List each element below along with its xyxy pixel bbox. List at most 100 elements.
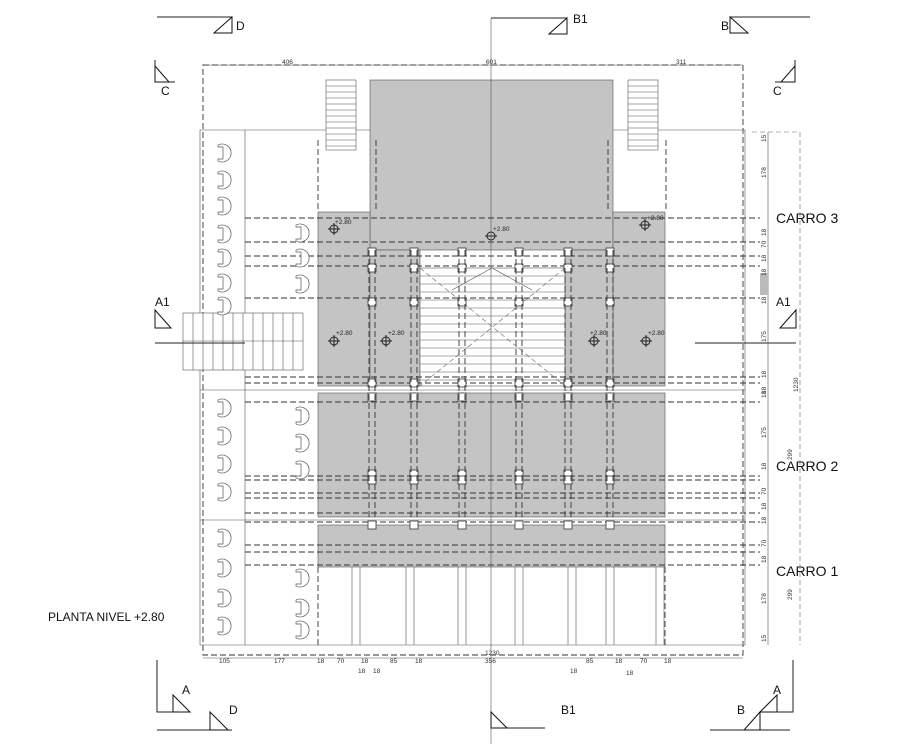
seat xyxy=(295,433,310,453)
seat xyxy=(295,598,310,618)
column xyxy=(457,520,467,530)
supports xyxy=(317,567,666,645)
stair-right xyxy=(627,79,659,151)
seat xyxy=(295,620,310,640)
slab-carro1 xyxy=(317,524,666,568)
svg-text:1230: 1230 xyxy=(485,650,500,657)
svg-text:A1: A1 xyxy=(155,295,170,309)
svg-text:B1: B1 xyxy=(561,703,576,717)
svg-text:D: D xyxy=(236,19,245,33)
svg-text:+2.80: +2.80 xyxy=(647,215,664,222)
column xyxy=(457,392,467,402)
column xyxy=(514,520,524,530)
column xyxy=(409,247,419,257)
svg-text:+2.80: +2.80 xyxy=(493,226,510,233)
seat xyxy=(217,616,232,636)
dimension-label: 70 xyxy=(761,240,768,248)
seat xyxy=(217,588,232,608)
column xyxy=(457,378,467,388)
column xyxy=(367,392,377,402)
svg-text:177: 177 xyxy=(274,658,285,665)
seating xyxy=(217,143,310,640)
column xyxy=(605,378,615,388)
column xyxy=(605,297,615,307)
svg-text:+2.80: +2.80 xyxy=(590,330,607,337)
column xyxy=(409,263,419,273)
column xyxy=(409,520,419,530)
section-marker-b1-top: B1 xyxy=(491,12,588,35)
stair-left xyxy=(325,79,357,151)
dimension-label: 18 xyxy=(761,386,768,394)
column xyxy=(409,392,419,402)
dimension-label: 175 xyxy=(761,331,768,342)
section-marker-b-top: B xyxy=(721,15,810,34)
dimension-label: 15 xyxy=(761,634,768,642)
slab-right-inner xyxy=(564,249,614,387)
dimension-label: 175 xyxy=(761,427,768,438)
seat xyxy=(217,454,232,474)
zone-label-carro3: CARRO 3 xyxy=(776,210,838,226)
dimension-label: 18 xyxy=(761,462,768,470)
section-marker-d-bottom: D xyxy=(157,703,238,731)
svg-text:A: A xyxy=(773,683,781,697)
roof-line xyxy=(491,267,533,291)
level-marker: +2.80 xyxy=(380,330,405,347)
svg-text:+2.80: +2.80 xyxy=(335,219,352,226)
slab-right xyxy=(612,211,666,387)
svg-text:+2.80: +2.80 xyxy=(388,330,405,337)
column xyxy=(605,520,615,530)
dimension-label: 18 xyxy=(761,228,768,236)
slab-left-inner xyxy=(369,249,421,387)
column xyxy=(514,247,524,257)
column xyxy=(563,520,573,530)
column xyxy=(605,392,615,402)
dimension-label: 18 xyxy=(761,516,768,524)
section-marker-c-right: C xyxy=(773,60,796,98)
dimension-chain-right xyxy=(752,131,801,645)
level-marker: +2.80 xyxy=(328,219,352,235)
column xyxy=(367,520,377,530)
column xyxy=(605,475,615,485)
column xyxy=(514,297,524,307)
column xyxy=(367,475,377,485)
level-marker: +2.80 xyxy=(328,330,353,347)
right-dimension-labels: 1517818701818181751818181751870181870181… xyxy=(761,134,768,642)
zone-label-carro2: CARRO 2 xyxy=(776,458,838,474)
section-marker-a-right: A xyxy=(758,660,794,713)
entry-stair-steps xyxy=(183,313,303,370)
seat xyxy=(217,170,232,190)
dimension-label: 18 xyxy=(761,555,768,563)
column xyxy=(514,378,524,388)
section-marker-a-left: A xyxy=(156,660,192,713)
column xyxy=(563,263,573,273)
columns xyxy=(367,247,615,530)
seat xyxy=(217,248,232,268)
svg-text:18: 18 xyxy=(615,658,623,665)
column xyxy=(409,378,419,388)
seat xyxy=(295,274,310,294)
seat xyxy=(295,406,310,426)
seat xyxy=(295,248,310,268)
stair-steps xyxy=(326,85,658,147)
svg-text:105: 105 xyxy=(219,658,230,665)
column xyxy=(457,247,467,257)
void-diagonal xyxy=(419,267,566,387)
dimension-label: 70 xyxy=(761,487,768,495)
column xyxy=(457,475,467,485)
svg-text:A1: A1 xyxy=(776,295,791,309)
dimension-label: 15 xyxy=(761,134,768,142)
column xyxy=(409,297,419,307)
section-marker-a1-right: A1 xyxy=(776,295,797,329)
column xyxy=(367,263,377,273)
column xyxy=(563,392,573,402)
dimension-label: 178 xyxy=(761,593,768,604)
svg-text:18: 18 xyxy=(570,668,578,675)
svg-text:C: C xyxy=(161,84,170,98)
svg-text:18: 18 xyxy=(626,670,634,677)
void-diagonal xyxy=(419,267,566,387)
svg-text:85: 85 xyxy=(390,658,398,665)
svg-text:B: B xyxy=(721,19,729,33)
zone-label-carro1: CARRO 1 xyxy=(776,563,838,579)
dimension-label: 70 xyxy=(761,539,768,547)
